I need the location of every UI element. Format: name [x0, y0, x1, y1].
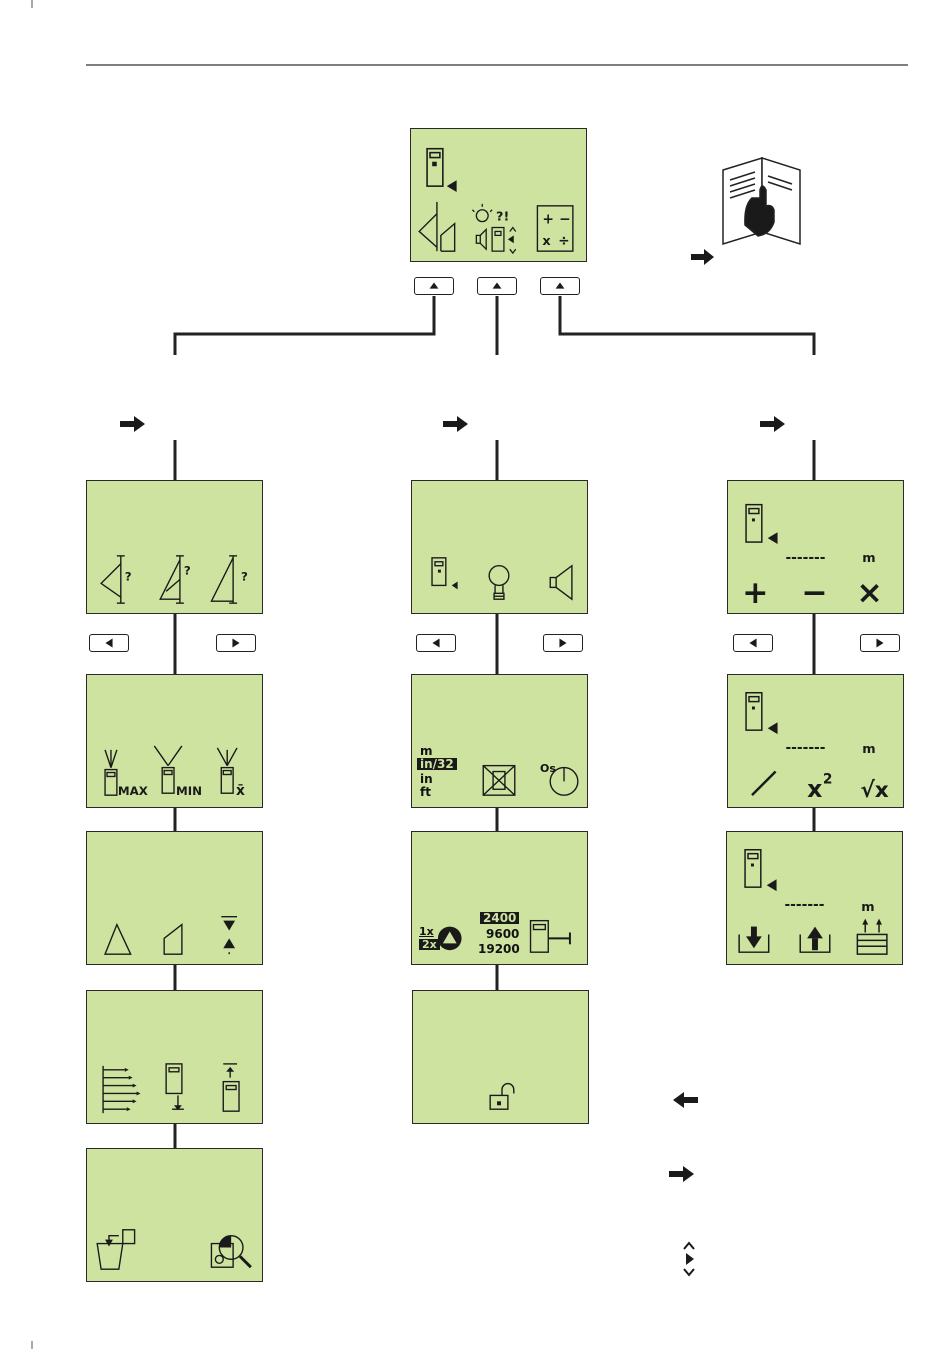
arrow-left-icon	[673, 1092, 698, 1108]
bulb-icon	[472, 204, 492, 222]
lock-open-icon	[490, 1084, 514, 1110]
screen-lock	[412, 990, 589, 1124]
screen-calc-memory: ------- m	[726, 831, 903, 965]
screen-indirect-height: ? ? ?	[86, 480, 263, 614]
up-button-right[interactable]	[540, 277, 580, 295]
op-times: ×	[856, 575, 882, 611]
right-button-col3[interactable]	[860, 634, 900, 652]
mini-times: x	[542, 234, 551, 249]
svg-text:?: ?	[241, 569, 248, 583]
right-button-col2[interactable]	[543, 634, 583, 652]
triangle-icon	[105, 925, 131, 955]
svg-text:-------: -------	[785, 740, 825, 756]
screen-calc-basic: ------- m + − ×	[727, 480, 904, 614]
mini-minus: −	[559, 212, 571, 228]
up-button-left[interactable]	[414, 277, 454, 295]
svg-text:m: m	[861, 900, 874, 915]
op-sqrt: √x	[860, 778, 888, 803]
up-button-middle[interactable]	[477, 277, 517, 295]
screen-settings	[411, 480, 588, 614]
svg-text:m: m	[862, 742, 875, 757]
main-display: ?! + − x ÷	[410, 128, 587, 262]
svg-text:x̄: x̄	[236, 783, 245, 799]
trapezoid-icon	[164, 925, 182, 955]
op-square: x	[807, 775, 822, 803]
mini-plus: +	[542, 212, 554, 228]
left-button-col3[interactable]	[733, 634, 773, 652]
svg-text:?: ?	[125, 569, 132, 583]
right-button-col1[interactable]	[216, 634, 256, 652]
area-volume-icon	[419, 202, 454, 251]
svg-text:-------: -------	[784, 897, 824, 913]
left-button-col1[interactable]	[89, 634, 129, 652]
op-square-exp: 2	[823, 771, 833, 787]
screen-interface: 1x 2x 2400 9600 19200	[411, 831, 588, 965]
svg-text:-------: -------	[785, 550, 825, 566]
device-icon	[427, 149, 443, 186]
op-plus: +	[742, 575, 768, 611]
screen-memory	[86, 1148, 263, 1282]
svg-text:MAX: MAX	[118, 784, 148, 798]
svg-text:m: m	[862, 551, 875, 566]
svg-text:?!: ?!	[496, 210, 509, 225]
screen-min-max: MAX MIN x̄	[86, 674, 263, 808]
manual-icon	[723, 158, 800, 244]
mini-divide: ÷	[558, 233, 570, 249]
op-minus: −	[801, 575, 827, 611]
screen-calc-advanced: ------- m x 2 √x	[727, 674, 904, 808]
screen-units: m in/32 in ft Os	[411, 674, 588, 808]
screen-reference	[86, 990, 263, 1124]
stakeout-icon	[221, 917, 237, 954]
left-button-col2[interactable]	[416, 634, 456, 652]
svg-text:?: ?	[184, 564, 191, 578]
svg-text:MIN: MIN	[176, 784, 202, 798]
memory-icon	[97, 1230, 134, 1269]
screen-triangle-trapezoid	[86, 831, 263, 965]
